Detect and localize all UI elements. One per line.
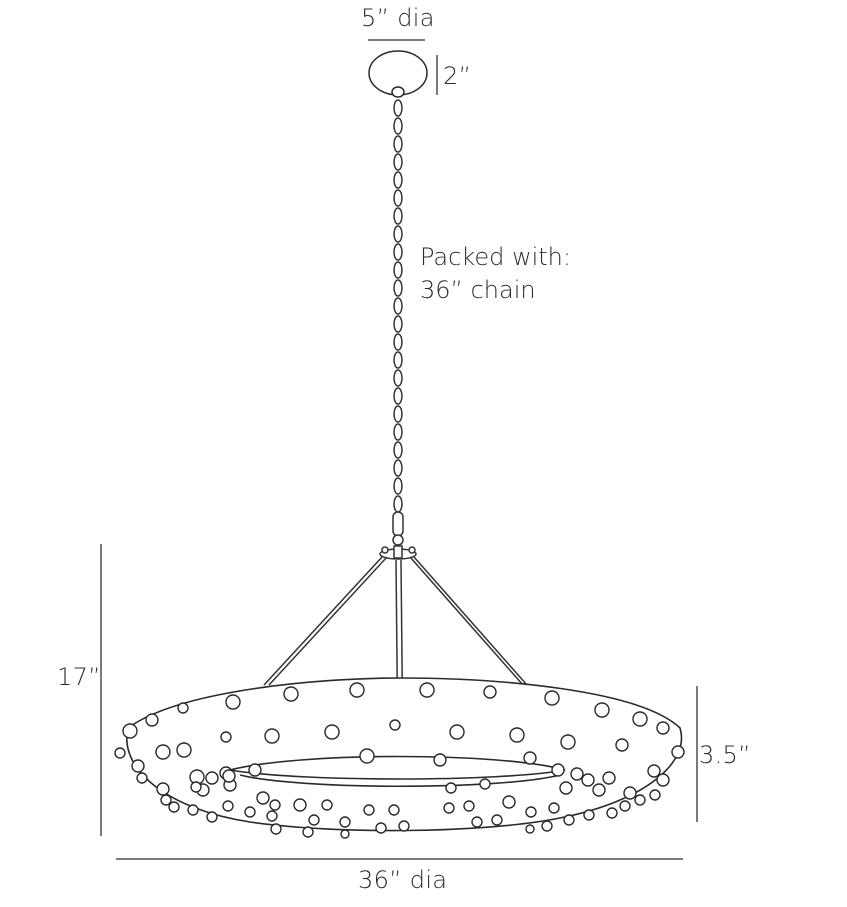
dimension-lines: [100, 39, 698, 860]
canopy-height-label: 2”: [443, 62, 472, 90]
chain: [393, 99, 403, 513]
canopy: [368, 50, 428, 98]
packed-line-1: Packed with:: [420, 243, 571, 271]
ring-diameter-label: 36” dia: [358, 866, 448, 894]
packed-line-2: 36” chain: [420, 276, 536, 304]
overall-height-label: 17”: [57, 663, 101, 691]
canopy-diameter-label: 5” dia: [361, 4, 435, 32]
ring-bubbles: [114, 682, 685, 839]
hub: [379, 545, 417, 560]
ring: [125, 677, 683, 832]
packed-with-label: Packed with: 36” chain: [420, 241, 571, 307]
hook: [392, 511, 404, 546]
ring-height-label: 3.5”: [699, 741, 751, 769]
